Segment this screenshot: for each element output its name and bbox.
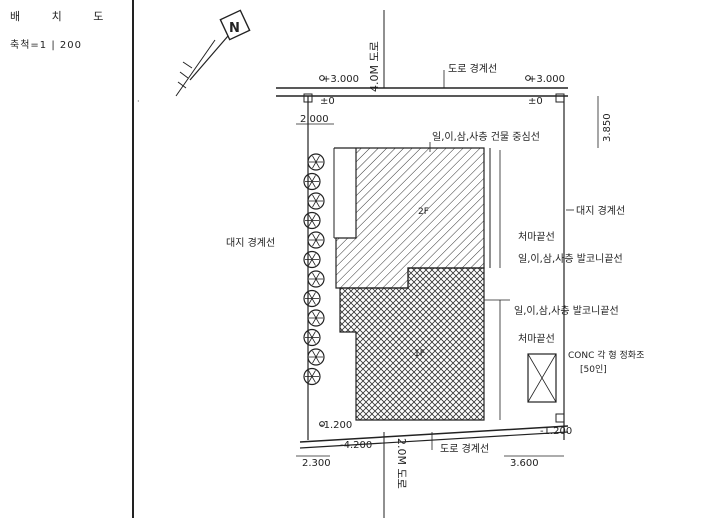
eaves-lower-label: 처마끝선 xyxy=(518,333,555,345)
tree-icon xyxy=(303,172,321,191)
top-road: 4.0M 도로 xyxy=(276,10,568,97)
svg-text:N: N xyxy=(229,21,240,36)
tree-icon xyxy=(307,270,325,288)
balcony-upper-label: 일,이,삼,사층 발코니끝선 xyxy=(518,253,623,265)
frame-border-line xyxy=(132,0,134,518)
building-center-line-label: 일,이,삼,사층 건물 중심선 xyxy=(432,131,540,143)
septic-tank-label: CONC 각 형 정화조 xyxy=(568,349,644,361)
tree-icon xyxy=(303,367,321,386)
top-road-width-label: 4.0M 도로 xyxy=(368,41,381,92)
front-setback-dimension: 2.000 xyxy=(300,114,329,125)
tree-icon xyxy=(303,211,321,230)
tree-icon xyxy=(307,348,325,366)
top-right-level-label: +3.000 xyxy=(528,74,565,85)
tree-icon xyxy=(307,309,325,327)
svg-text:·: · xyxy=(137,97,140,106)
bottom-left-level-2-label: -4.200 xyxy=(340,440,372,451)
title-block: 배 치 도 축척=1 | 200 xyxy=(0,0,132,518)
tree-row xyxy=(303,153,325,386)
eaves-upper-label: 처마끝선 xyxy=(518,231,555,243)
drawing-title: 배 치 도 xyxy=(10,10,118,23)
bottom-road-boundary-label: 도로 경계선 xyxy=(440,442,489,455)
site-right-boundary-label: 대지 경계선 xyxy=(576,204,625,217)
bottom-road-width-label: 2.0M 도로 xyxy=(395,438,408,489)
top-left-level-label: +3.000 xyxy=(322,74,359,85)
bottom-left-level-label: -1.200 xyxy=(320,420,352,431)
balcony-lower-label: 일,이,삼,사층 발코니끝선 xyxy=(514,305,619,317)
top-right-zero-label: ±0 xyxy=(528,96,543,107)
lower-floor-mark: 1F xyxy=(414,349,425,359)
top-right-level: +3.000 ±0 xyxy=(525,74,565,107)
top-left-level: +3.000 ±0 xyxy=(303,74,359,107)
top-road-boundary-label: 도로 경계선 xyxy=(448,62,497,75)
bottom-road: 2.0M 도로 xyxy=(299,425,569,518)
septic-tank: CONC 각 형 정화조 [50인] xyxy=(527,349,644,403)
building-upper-floor: 2F xyxy=(333,147,485,289)
septic-tank-capacity: [50인] xyxy=(580,364,607,375)
tree-icon xyxy=(307,153,325,171)
tree-icon xyxy=(303,250,321,269)
upper-floor-mark: 2F xyxy=(418,207,429,217)
bottom-right-level-label: -1.200 xyxy=(540,426,572,437)
right-setback-dimension: 3.850 xyxy=(602,113,613,142)
bottom-right-dimension: 3.600 xyxy=(510,458,539,469)
tree-icon xyxy=(307,192,325,210)
tree-icon xyxy=(303,289,321,308)
north-arrow-icon: N xyxy=(175,9,251,97)
site-left-boundary-label: 대지 경계선 xyxy=(226,236,275,249)
tree-icon xyxy=(303,328,321,347)
drawing-scale: 축척=1 | 200 xyxy=(10,40,82,51)
tree-icon xyxy=(307,231,325,249)
building-lower-floor: 1F xyxy=(339,267,485,421)
top-left-zero-label: ±0 xyxy=(320,96,335,107)
bottom-left-dimension: 2.300 xyxy=(302,458,331,469)
